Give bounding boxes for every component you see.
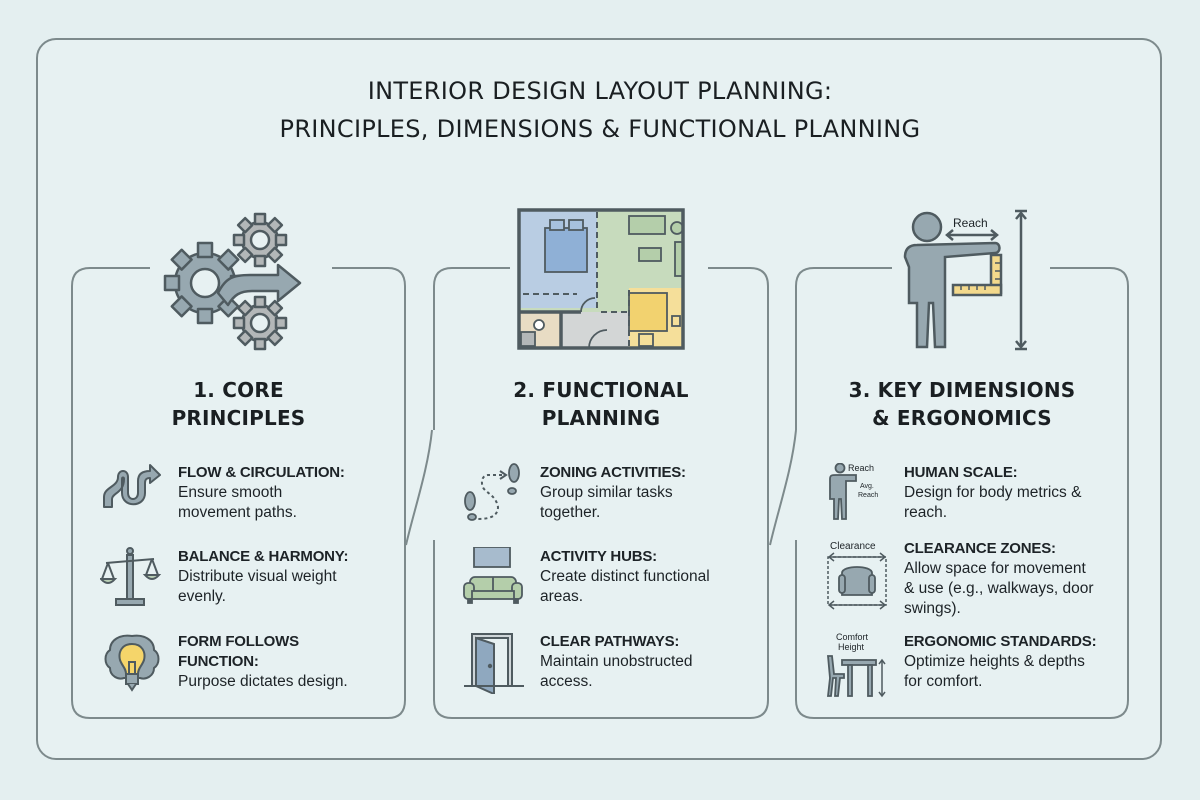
item-desc: Ensure smooth [178, 484, 283, 501]
human-reach-icon: Reach [895, 207, 1035, 353]
human-scale-icon: Reach Avg. Reach [826, 462, 890, 525]
item-desc: & use (e.g., walkways, door [904, 580, 1094, 597]
title-line-1: INTERIOR DESIGN LAYOUT PLANNING: [367, 77, 833, 105]
open-door-icon [462, 632, 526, 696]
icon-label-clearance: Clearance [830, 541, 876, 552]
item-heading: CLEARANCE ZONES: [904, 540, 1056, 557]
item-desc: swings). [904, 600, 961, 617]
item-flow-circulation: FLOW & CIRCULATION: Ensure smooth moveme… [100, 463, 400, 525]
icon-label-reach: Reach [848, 463, 874, 473]
icon-label-reach-2: Reach [858, 492, 878, 499]
item-desc: evenly. [178, 588, 226, 605]
item-desc: Purpose dictates design. [178, 673, 348, 690]
sofa-tv-icon [462, 546, 526, 609]
item-human-scale: Reach Avg. Reach HUMAN SCALE: Design for… [826, 462, 1126, 525]
panel-1-title-line-2: PRINCIPLES [171, 406, 306, 430]
item-heading: FORM FOLLOWS [178, 633, 299, 650]
item-balance-harmony: BALANCE & HARMONY: Distribute visual wei… [98, 547, 400, 609]
item-heading: ZONING ACTIVITIES: [540, 464, 686, 481]
item-desc: Group similar tasks [540, 484, 673, 501]
footsteps-icon [462, 463, 526, 525]
item-desc: access. [540, 673, 593, 690]
gears-arrow-icon [160, 205, 320, 355]
panel-3-title-line-2: & ERGONOMICS [872, 406, 1052, 430]
floor-plan-icon [517, 208, 685, 350]
item-ergonomic-standards: Comfort Height ERGONOMIC STANDARDS: Opti… [826, 632, 1126, 698]
clearance-chair-icon: Clearance [826, 539, 890, 615]
item-heading: ACTIVITY HUBS: [540, 548, 657, 565]
item-desc: for comfort. [904, 673, 983, 690]
item-heading: ERGONOMIC STANDARDS: [904, 633, 1097, 650]
panel-2-title-line-2: PLANNING [541, 406, 661, 430]
item-heading: BALANCE & HARMONY: [178, 548, 349, 565]
item-desc: reach. [904, 504, 948, 521]
item-zoning-activities: ZONING ACTIVITIES: Group similar tasks t… [462, 463, 762, 525]
item-desc: Maintain unobstructed [540, 653, 693, 670]
item-desc: Design for body metrics & [904, 484, 1082, 501]
page-title: INTERIOR DESIGN LAYOUT PLANNING: PRINCIP… [0, 72, 1200, 148]
panel-2-title-line-1: 2. FUNCTIONAL [513, 378, 689, 402]
item-activity-hubs: ACTIVITY HUBS: Create distinct functiona… [462, 546, 762, 609]
icon-label-height: Height [838, 642, 865, 652]
item-desc: together. [540, 504, 601, 521]
item-desc: Allow space for movement [904, 560, 1086, 577]
item-desc: Create distinct functional [540, 568, 710, 585]
item-desc: Optimize heights & depths [904, 653, 1085, 670]
item-clearance-zones: Clearance CLEARANCE ZONES: Allow space f… [826, 539, 1126, 619]
item-heading: HUMAN SCALE: [904, 464, 1018, 481]
balance-scale-icon [98, 547, 164, 609]
item-desc: areas. [540, 588, 584, 605]
winding-path-icon [100, 463, 164, 525]
item-desc: Distribute visual weight [178, 568, 337, 585]
reach-label: Reach [953, 216, 988, 230]
icon-label-avg: Avg. [860, 483, 874, 490]
item-desc: movement paths. [178, 504, 297, 521]
item-heading: CLEAR PATHWAYS: [540, 633, 680, 650]
title-line-2: PRINCIPLES, DIMENSIONS & FUNCTIONAL PLAN… [279, 115, 921, 143]
panel-3-title: 3. KEY DIMENSIONS & ERGONOMICS [796, 376, 1128, 432]
item-form-follows-function: FORM FOLLOWS FUNCTION: Purpose dictates … [100, 632, 400, 694]
panel-1-title: 1. CORE PRINCIPLES [72, 376, 405, 432]
panel-2-title: 2. FUNCTIONAL PLANNING [434, 376, 768, 432]
panel-1-title-line-1: 1. CORE [193, 378, 284, 402]
item-heading: FLOW & CIRCULATION: [178, 464, 345, 481]
item-heading: FUNCTION: [178, 653, 259, 670]
icon-label-comfort: Comfort [836, 632, 869, 642]
item-clear-pathways: CLEAR PATHWAYS: Maintain unobstructed ac… [462, 632, 762, 696]
panel-3-title-line-1: 3. KEY DIMENSIONS [848, 378, 1076, 402]
chair-table-height-icon: Comfort Height [826, 632, 890, 698]
brain-bulb-icon [100, 632, 164, 694]
